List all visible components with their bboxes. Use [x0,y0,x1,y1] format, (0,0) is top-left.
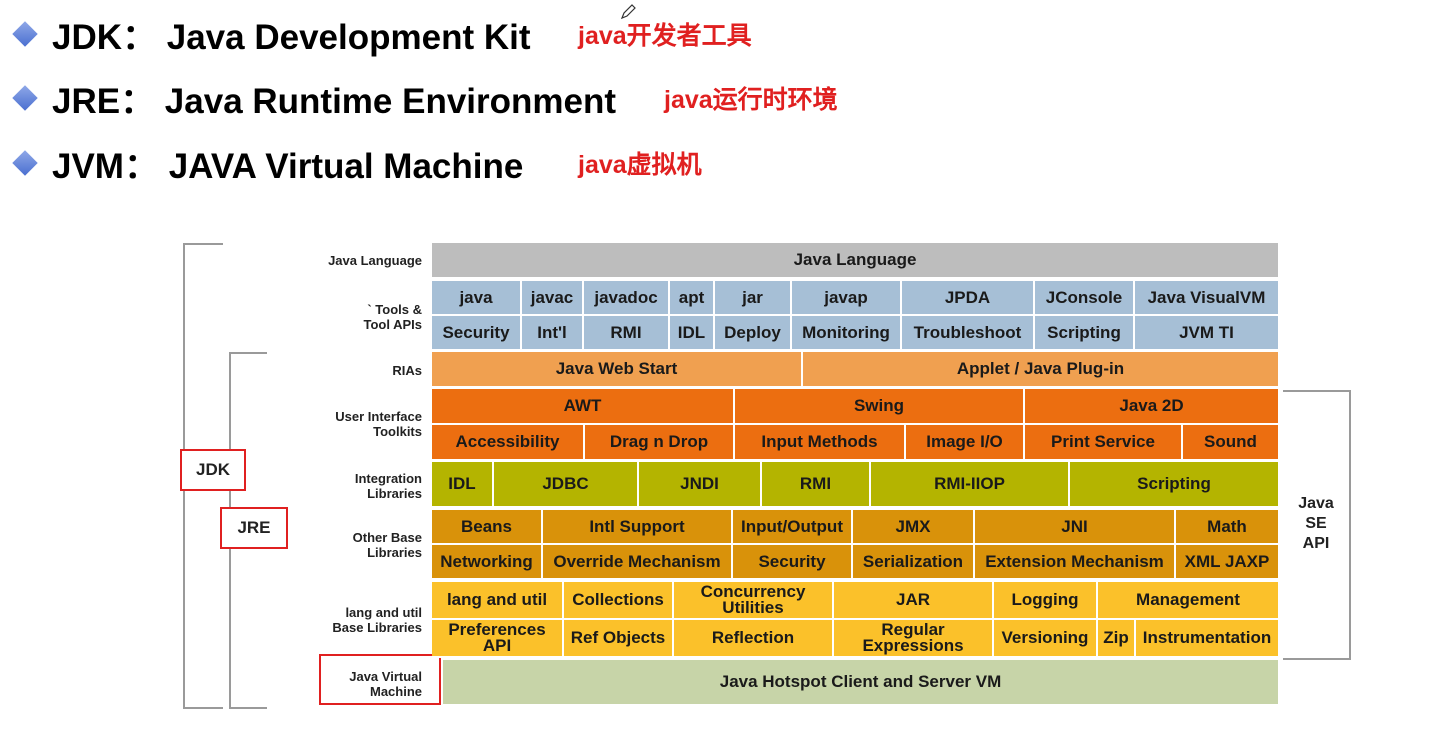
cell-lang-util: Management [1098,582,1280,620]
row-label-lang-util: lang and util Base Libraries [332,605,422,635]
cell-tool: JConsole [1035,281,1135,316]
cell-ui-toolkit: AWT [432,389,735,425]
cell-integration: JNDI [639,462,762,508]
cell-lang-util: Instrumentation [1136,620,1280,658]
cell-lang-util: Concurrency Utilities [674,582,834,620]
pen-cursor-icon [620,4,636,20]
heading-term: JRE： Java Runtime Environment [52,81,617,121]
cell-ria: Applet / Java Plug-in [803,352,1280,388]
cell-lang-util: Versioning [994,620,1098,658]
cell-lang-util: Regular Expressions [834,620,994,658]
cell-tool: java [432,281,522,316]
cell-lang-util: Ref Objects [564,620,674,658]
java-se-api-label: Java SE API [1292,494,1340,554]
cell-tool: jar [715,281,792,316]
heading-translation: java虚拟机 [578,151,702,179]
row-label-other-base: Other Base Libraries [352,530,422,560]
cell-tool: JPDA [902,281,1035,316]
cell-integration: Scripting [1070,462,1280,508]
cell-ui-toolkit: Input Methods [735,425,906,461]
cell-tool-api: Monitoring [792,316,902,351]
cell-tool-api: Security [432,316,522,351]
cell-integration: JDBC [494,462,639,508]
jdk-box: JDK [180,449,246,491]
cell-jvm: Java Hotspot Client and Server VM [443,660,1280,706]
cell-tool: apt [670,281,715,316]
cell-other-base: Math [1176,510,1280,545]
cell-other-base: Networking [432,545,543,580]
cell-tool-api: Int'l [522,316,584,351]
cell-tool-api: Deploy [715,316,792,351]
cell-java-language: Java Language [432,243,1280,279]
cell-ui-toolkit: Swing [735,389,1025,425]
cell-lang-util: Logging [994,582,1098,620]
row-label-jvm: Java Virtual Machine [349,669,422,699]
cell-ui-toolkit: Print Service [1025,425,1183,461]
cell-other-base: Extension Mechanism [975,545,1176,580]
cell-other-base: JMX [853,510,975,545]
cell-ui-toolkit: Sound [1183,425,1280,461]
row-label-ui-toolkits: User Interface Toolkits [335,409,422,439]
cell-other-base: Input/Output [733,510,853,545]
heading-translation: java运行时环境 [664,86,838,114]
cell-ui-toolkit: Accessibility [432,425,585,461]
row-label-rias: RIAs [392,363,422,378]
cell-tool-api: IDL [670,316,715,351]
jre-box: JRE [220,507,288,549]
cell-lang-util: Reflection [674,620,834,658]
cell-tool-api: Scripting [1035,316,1135,351]
cell-lang-util: lang and util [432,582,564,620]
java-se-api-bracket [1283,390,1351,660]
heading-translation: java开发者工具 [578,22,752,50]
cell-tool-api: Troubleshoot [902,316,1035,351]
jvm-highlight-box [319,654,441,705]
cell-ria: Java Web Start [432,352,803,388]
row-label-java-language: Java Language [328,253,422,268]
cell-lang-util: Collections [564,582,674,620]
cell-other-base: JNI [975,510,1176,545]
cell-lang-util: Zip [1098,620,1136,658]
cell-tool: javap [792,281,902,316]
row-label-integration: Integration Libraries [354,471,422,501]
cell-ui-toolkit: Image I/O [906,425,1025,461]
cell-integration: RMI-IIOP [871,462,1070,508]
heading-term: JVM： JAVA Virtual Machine [52,146,524,186]
heading-term: JDK： Java Development Kit [52,17,531,57]
cell-tool: javadoc [584,281,670,316]
cell-lang-util: Preferences API [432,620,564,658]
cell-other-base: Override Mechanism [543,545,733,580]
cell-other-base: Beans [432,510,543,545]
cell-ui-toolkit: Drag n Drop [585,425,735,461]
cell-lang-util: JAR [834,582,994,620]
cell-tool: Java VisualVM [1135,281,1280,316]
cell-tool-api: JVM TI [1135,316,1280,351]
cell-other-base: XML JAXP [1176,545,1280,580]
cell-other-base: Serialization [853,545,975,580]
cell-other-base: Security [733,545,853,580]
cell-integration: RMI [762,462,871,508]
cell-integration: IDL [432,462,494,508]
cell-ui-toolkit: Java 2D [1025,389,1280,425]
cell-tool-api: RMI [584,316,670,351]
cell-tool: javac [522,281,584,316]
row-label-tools: ` Tools & Tool APIs [363,302,423,332]
cell-other-base: Intl Support [543,510,733,545]
